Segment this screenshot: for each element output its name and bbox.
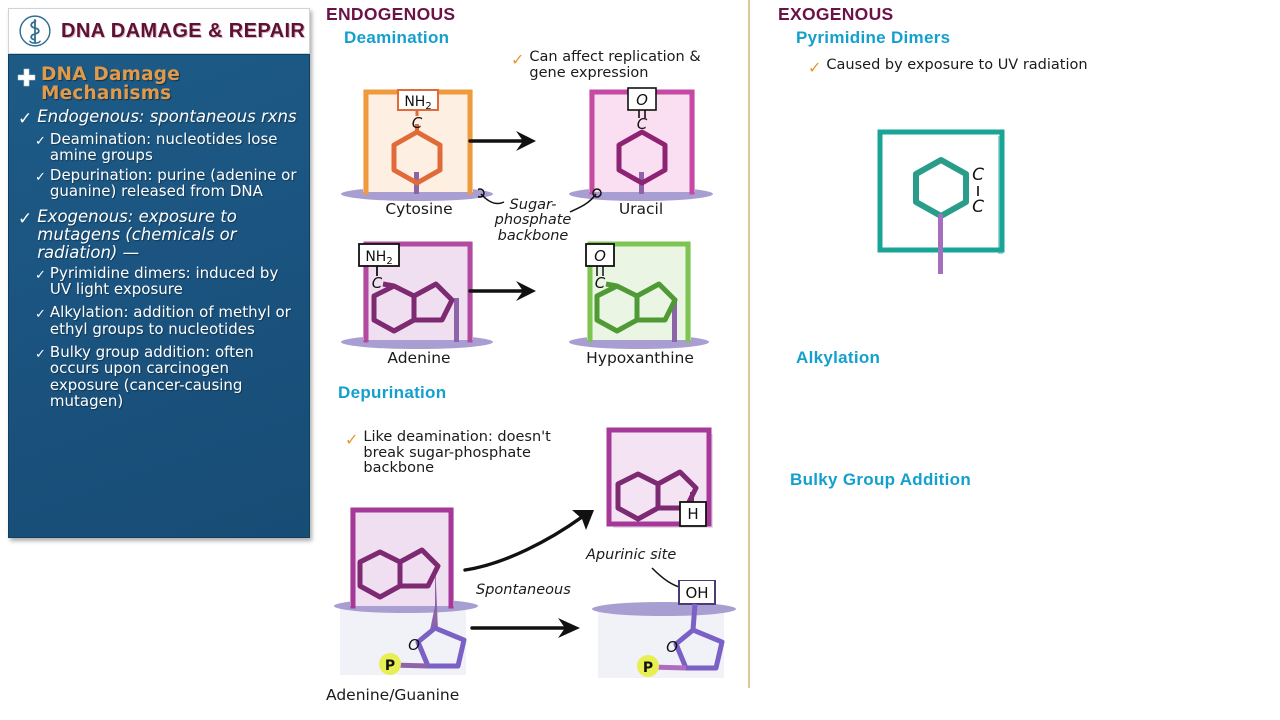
depurination-curved-arrow-icon — [463, 510, 594, 572]
plus-cross-icon — [17, 68, 36, 87]
uracil-center-atom: C — [637, 115, 648, 133]
hypoxanthine-oxygen-group: O — [594, 247, 606, 265]
sidebar-item-depurination[interactable]: ✓ Depurination: purine (adenine or guani… — [35, 165, 299, 200]
sidebar-section-title: DNA Damage Mechanisms — [41, 64, 180, 105]
exogenous-heading: EXOGENOUS — [778, 4, 894, 24]
cytosine-molecule-diagram: C NH2 — [341, 89, 493, 201]
sidebar-body: DNA Damage Mechanisms ✓ Endogenous: spon… — [8, 54, 310, 538]
sidebar-title-bar: DNA DAMAGE & REPAIR — [8, 8, 310, 54]
depurination-note-text: Like deamination: doesn't break sugar-ph… — [363, 429, 551, 476]
hypoxanthine-molecule-diagram: C O — [569, 241, 709, 349]
endogenous-heading: ENDOGENOUS — [326, 4, 456, 24]
uracil-molecule-diagram: C O — [569, 87, 713, 201]
pyrimidine-dimers-heading: Pyrimidine Dimers — [796, 28, 951, 47]
pyrimidine-dimers-note: ✓ Caused by exposure to UV radiation — [808, 57, 1098, 77]
deamination-arrow-1-icon — [468, 131, 536, 151]
check-icon: ✓ — [35, 347, 46, 363]
sidebar-panel: DNA DAMAGE & REPAIR DNA Damage Mechanism… — [8, 8, 310, 538]
cytosine-amine-group: NH2 — [404, 94, 431, 112]
adenine-molecule-diagram: C NH2 — [341, 241, 493, 349]
adenine-center-atom: C — [372, 274, 383, 292]
sugar-oxygen-label: O — [408, 636, 420, 654]
column-divider — [748, 0, 750, 688]
page-title: DNA DAMAGE & REPAIR — [61, 19, 306, 42]
sidebar-item-label: Alkylation: addition of methyl or ethyl … — [49, 303, 291, 338]
pyrimidine-dimers-note-text: Caused by exposure to UV radiation — [826, 57, 1088, 73]
hydroxyl-group-label: OH — [685, 584, 708, 602]
apurinic-site-diagram: OH O P — [592, 580, 736, 678]
sidebar-item-exogenous[interactable]: ✓ Exogenous: exposure to mutagens (chemi… — [18, 207, 299, 262]
backbone-callout-lines-icon — [478, 188, 602, 213]
check-icon: ✓ — [35, 267, 46, 283]
check-icon: ✓ — [35, 169, 46, 185]
dimer-carbon-bottom: C — [972, 197, 984, 217]
sidebar-item-bulky-group-addition[interactable]: ✓ Bulky group addition: often occurs upo… — [35, 344, 299, 409]
sidebar-section-header: DNA Damage Mechanisms — [17, 65, 299, 104]
uracil-oxygen-group: O — [636, 91, 648, 109]
dimer-carbon-top: C — [972, 165, 984, 185]
check-icon: ✓ — [18, 108, 33, 129]
adenine-amine-group: NH2 — [365, 249, 392, 267]
sidebar-item-pyrimidine-dimers[interactable]: ✓ Pyrimidine dimers: induced by UV light… — [35, 265, 299, 298]
apurinic-sugar-oxygen-label: O — [666, 638, 678, 656]
apurinic-site-label: Apurinic site — [586, 547, 677, 563]
adenine-guanine-nucleotide-diagram: O P — [334, 507, 478, 675]
cytosine-center-atom: C — [412, 114, 423, 132]
check-icon: ✓ — [35, 133, 46, 149]
hypoxanthine-center-atom: C — [595, 274, 606, 292]
spontaneous-arrow-label: Spontaneous — [476, 582, 571, 598]
cytosine-label: Cytosine — [385, 200, 453, 218]
check-icon: ✓ — [18, 209, 33, 230]
pyrimidine-dimer-diagram: C C — [877, 129, 1005, 274]
deamination-note: ✓ Can affect replication & gene expressi… — [511, 49, 721, 81]
sidebar-item-label: Bulky group addition: often occurs upon … — [49, 343, 254, 411]
sidebar-item-label: Pyrimidine dimers: induced by UV light e… — [49, 263, 279, 298]
check-icon: ✓ — [345, 430, 359, 449]
phosphate-label: P — [385, 658, 395, 674]
alkylation-heading: Alkylation — [796, 348, 881, 367]
sidebar-item-label: Endogenous: spontaneous rxns — [37, 106, 297, 126]
sidebar-item-endogenous[interactable]: ✓ Endogenous: spontaneous rxns — [18, 108, 299, 128]
deamination-heading: Deamination — [344, 28, 450, 47]
hypoxanthine-label: Hypoxanthine — [586, 349, 694, 367]
backbone-label: Sugar- phosphate backbone — [494, 197, 572, 244]
bulky-group-addition-heading: Bulky Group Addition — [790, 470, 972, 489]
sidebar-item-label: Deamination: nucleotides lose amine grou… — [49, 129, 278, 165]
check-icon: ✓ — [808, 58, 822, 77]
adenine-label: Adenine — [387, 349, 451, 367]
apurinic-phosphate-label: P — [643, 660, 653, 676]
deamination-note-text: Can affect replication & gene expression — [529, 49, 701, 81]
depurination-straight-arrow-icon — [470, 618, 580, 638]
sidebar-item-alkylation[interactable]: ✓ Alkylation: addition of methyl or ethy… — [35, 304, 299, 337]
asclepius-rod-icon — [19, 15, 51, 47]
depurination-note: ✓ Like deamination: doesn't break sugar-… — [345, 429, 565, 477]
sidebar-item-label: Depurination: purine (adenine or guanine… — [49, 165, 297, 200]
depurination-heading: Depurination — [338, 383, 447, 402]
uracil-label: Uracil — [618, 200, 664, 218]
check-icon: ✓ — [511, 50, 525, 69]
adenine-guanine-label: Adenine/Guanine — [326, 686, 460, 704]
sidebar-item-deamination[interactable]: ✓ Deamination: nucleotides lose amine gr… — [35, 131, 299, 164]
hydrogen-group-label: H — [687, 505, 698, 523]
deamination-arrow-2-icon — [468, 281, 536, 301]
sidebar-item-label: Exogenous: exposure to mutagens (chemica… — [37, 207, 237, 262]
released-purine-diagram: H — [606, 427, 713, 528]
check-icon: ✓ — [35, 307, 46, 323]
